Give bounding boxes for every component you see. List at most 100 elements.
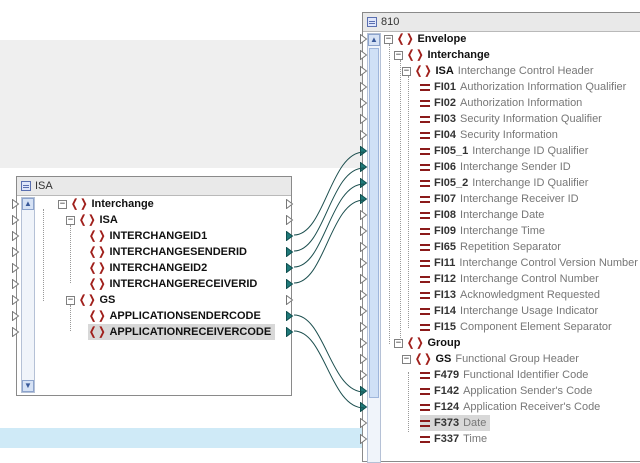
source-node-applicationsendercode[interactable]: ❬❭APPLICATIONSENDERCODE xyxy=(88,308,261,324)
input-port-icon[interactable] xyxy=(360,386,368,396)
input-port-icon[interactable] xyxy=(360,434,368,444)
target-node-envelope[interactable]: −❬❭Envelope xyxy=(384,31,466,47)
input-port-icon[interactable] xyxy=(360,354,368,364)
output-port-icon[interactable] xyxy=(286,295,294,305)
source-scrollbar[interactable]: ▲ ▼ xyxy=(21,197,35,393)
input-port-icon[interactable] xyxy=(360,338,368,348)
scroll-down-icon[interactable]: ▼ xyxy=(22,380,34,392)
source-titlebar[interactable]: ISA xyxy=(17,177,291,196)
source-component-window[interactable]: ISA ▲ ▼ xyxy=(16,176,292,396)
input-port-icon[interactable] xyxy=(360,34,368,44)
connector-interchangereceiverid-fi07[interactable] xyxy=(293,199,365,284)
source-node-interchangereceiverid[interactable]: ❬❭INTERCHANGERECEIVERID xyxy=(88,276,257,292)
input-port-icon[interactable] xyxy=(360,242,368,252)
input-port-icon[interactable] xyxy=(12,263,20,273)
input-port-icon[interactable] xyxy=(360,82,368,92)
input-port-icon[interactable] xyxy=(360,322,368,332)
input-port-icon[interactable] xyxy=(360,226,368,236)
input-port-icon[interactable] xyxy=(12,327,20,337)
source-node-gs[interactable]: −❬❭GS xyxy=(66,292,115,308)
input-port-icon[interactable] xyxy=(360,66,368,76)
source-node-interchangesenderid[interactable]: ❬❭INTERCHANGESENDERID xyxy=(88,244,247,260)
output-port-icon[interactable] xyxy=(286,327,294,337)
input-port-icon[interactable] xyxy=(360,418,368,428)
input-port-icon[interactable] xyxy=(360,178,368,188)
target-scrollbar[interactable]: ▲ xyxy=(367,33,381,463)
target-titlebar[interactable]: 810 xyxy=(363,13,640,32)
output-port-icon[interactable] xyxy=(286,231,294,241)
input-port-icon[interactable] xyxy=(360,306,368,316)
input-port-icon[interactable] xyxy=(360,258,368,268)
input-port-icon[interactable] xyxy=(12,231,20,241)
input-port-icon[interactable] xyxy=(360,402,368,412)
input-port-icon[interactable] xyxy=(12,199,20,209)
input-port-icon[interactable] xyxy=(360,370,368,380)
scroll-up-icon[interactable]: ▲ xyxy=(22,198,34,210)
collapse-toggle-icon[interactable]: − xyxy=(58,198,67,209)
scroll-thumb[interactable] xyxy=(369,48,379,398)
output-port-icon[interactable] xyxy=(286,263,294,273)
output-port-icon[interactable] xyxy=(286,199,294,209)
source-node-interchange[interactable]: −❬❭Interchange xyxy=(58,196,154,212)
collapse-toggle-icon[interactable]: − xyxy=(394,49,403,60)
collapse-toggle-icon[interactable]: − xyxy=(66,214,75,225)
source-node-applicationreceivercode[interactable]: ❬❭APPLICATIONRECEIVERCODE xyxy=(88,324,276,340)
input-port-icon[interactable] xyxy=(360,274,368,284)
input-port-icon[interactable] xyxy=(360,50,368,60)
scroll-up-icon[interactable]: ▲ xyxy=(368,34,380,46)
input-port-icon[interactable] xyxy=(360,114,368,124)
target-node-interchange[interactable]: −❬❭Interchange xyxy=(394,47,490,63)
source-node-isa[interactable]: −❬❭ISA xyxy=(66,212,118,228)
input-port-icon[interactable] xyxy=(12,247,20,257)
source-node-interchangeid1[interactable]: ❬❭INTERCHANGEID1 xyxy=(88,228,207,244)
input-port-icon[interactable] xyxy=(12,295,20,305)
connector-interchangesenderid-fi06[interactable] xyxy=(293,167,365,252)
input-port-icon[interactable] xyxy=(360,194,368,204)
collapse-toggle-icon[interactable]: − xyxy=(402,65,411,76)
output-port-icon[interactable] xyxy=(286,311,294,321)
input-port-icon[interactable] xyxy=(360,290,368,300)
output-port-icon[interactable] xyxy=(286,247,294,257)
connector-interchangeid2-fi05_2[interactable] xyxy=(293,183,365,268)
input-port-icon[interactable] xyxy=(12,279,20,289)
collapse-toggle-icon[interactable]: − xyxy=(402,353,411,364)
collapse-toggle-icon[interactable]: − xyxy=(384,33,393,44)
output-port-icon[interactable] xyxy=(286,279,294,289)
input-port-icon[interactable] xyxy=(360,210,368,220)
source-node-interchangeid2[interactable]: ❬❭INTERCHANGEID2 xyxy=(88,260,207,276)
input-port-icon[interactable] xyxy=(360,146,368,156)
target-node-group[interactable]: −❬❭Group xyxy=(394,335,460,351)
collapse-toggle-icon[interactable]: − xyxy=(66,294,75,305)
input-port-icon[interactable] xyxy=(12,215,20,225)
collapse-toggle-icon[interactable]: − xyxy=(394,337,403,348)
input-port-icon[interactable] xyxy=(360,130,368,140)
connector-applicationreceivercode-f124[interactable] xyxy=(293,330,365,409)
output-port-icon[interactable] xyxy=(286,215,294,225)
input-port-icon[interactable] xyxy=(360,98,368,108)
connector-applicationsendercode-f142[interactable] xyxy=(293,314,365,393)
input-port-icon[interactable] xyxy=(360,162,368,172)
input-port-icon[interactable] xyxy=(12,311,20,321)
